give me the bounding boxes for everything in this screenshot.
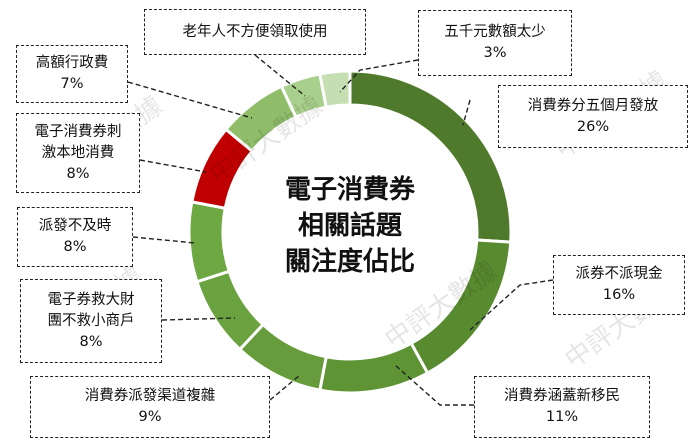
leader-line-1 [469,279,554,331]
donut-slice-9 [318,69,352,110]
leader-line-0 [462,99,471,126]
callout-pct: 16% [602,287,636,303]
callout-name: 派券不派現金 [575,266,663,282]
donut-slice-5 [187,200,232,284]
leader-line-5 [132,236,196,244]
callout-big-corps: 電子券救大財 團不救小商戶 8% [20,279,162,363]
callout-name: 高額行政費 [35,55,109,71]
callout-no-cash: 派券不派現金 16% [553,255,685,315]
callout-name: 電子消費券刺 [34,123,122,140]
callout-too-little: 五千元數額太少 3% [418,10,572,76]
callout-pct: 8% [66,165,90,182]
leader-line-8 [254,54,306,97]
center-title-line: 關注度佔比 [284,247,415,277]
callout-not-timely: 派發不及時 8% [17,207,133,267]
leader-line-7 [127,81,253,119]
callout-name: 電子券救大財 [47,291,135,308]
callout-pct: 8% [79,333,103,350]
leader-line-9 [339,59,419,93]
callout-new-immigrants: 消費券涵蓋新移民 11% [474,376,650,438]
callout-pct: 8% [63,239,87,255]
callout-admin-fee: 高額行政費 7% [16,45,128,103]
callout-pct: 26% [576,118,610,135]
callout-pct: 11% [545,409,579,425]
callout-pct: 3% [483,45,507,61]
callout-pct: 9% [138,409,162,425]
callout-local-consumption: 電子消費券刺 激本地消費 8% [16,113,140,193]
leader-line-6 [139,159,207,173]
callout-name: 老年人不方便領取使用 [182,23,328,40]
callout-name: 消費券涵蓋新移民 [504,388,620,404]
callout-name: 五千元數額太少 [444,24,546,40]
leader-line-2 [394,364,474,406]
center-title-line: 電子消費券 [284,175,415,205]
callout-name: 消費券派發渠道複雜 [84,388,216,404]
chart-center-title: 電子消費券 相關話題 關注度佔比 [250,172,450,280]
callout-pct: 7% [60,76,84,92]
donut-slice-2 [318,341,430,395]
callout-elderly: 老年人不方便領取使用 [144,9,366,55]
center-title-line: 相關話題 [297,211,402,241]
callout-name: 派發不及時 [38,218,112,234]
callout-name: 激本地消費 [41,144,115,161]
callout-name: 團不救小商戶 [47,312,135,329]
callout-five-month: 消費券分五個月發放 26% [498,85,688,148]
callout-complex-channels: 消費券派發渠道複雜 9% [30,376,270,438]
leader-line-3 [269,374,301,401]
callout-name: 消費券分五個月發放 [527,97,659,114]
leader-line-4 [161,317,236,321]
